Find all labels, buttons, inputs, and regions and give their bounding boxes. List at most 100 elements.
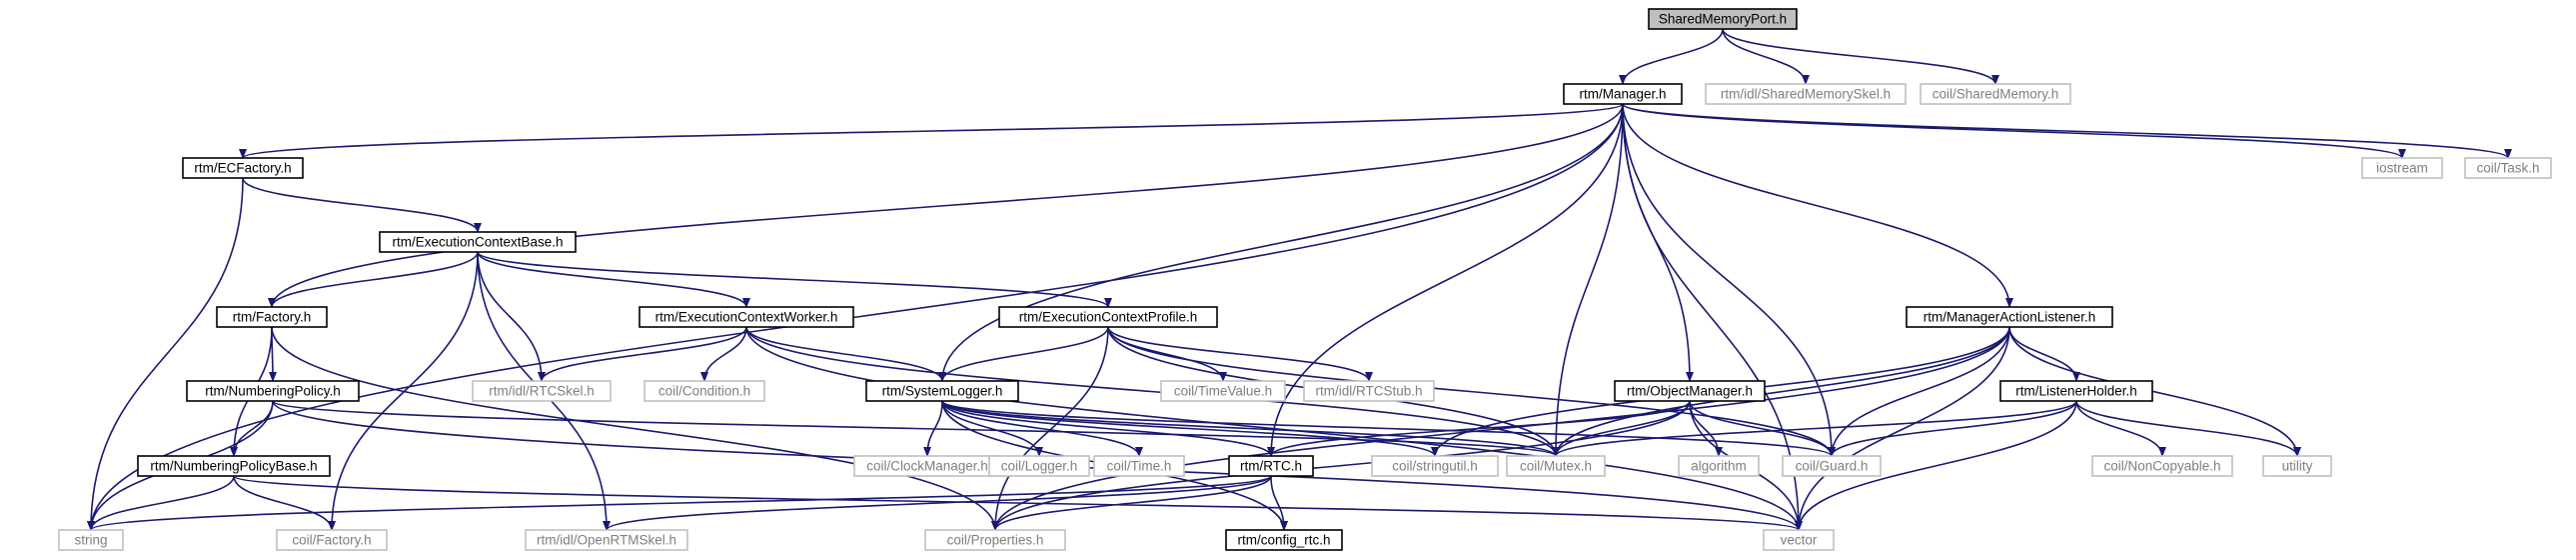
node-om[interactable]: rtm/ObjectManager.h: [1614, 380, 1766, 402]
node-label: coil/Time.h: [1107, 459, 1172, 474]
edge-ecp-to-rtcstub: [1107, 326, 1373, 382]
node-guard: coil/Guard.h: [1782, 455, 1882, 477]
node-box: [1648, 8, 1798, 30]
edge-mgr-to-iostream: [1622, 103, 2406, 159]
node-box: [1228, 455, 1314, 477]
edge-lh-to-noncopy: [2075, 400, 2166, 457]
node-coilfac: coil/Factory.h: [276, 529, 388, 551]
node-idlsms: rtm/idl/SharedMemorySkel.h: [1705, 83, 1907, 105]
node-string: string: [58, 529, 124, 551]
node-ecf[interactable]: rtm/ECFactory.h: [182, 157, 304, 179]
node-layer: SharedMemoryPort.h rtm/Manager.h rtm/idl/S…: [58, 8, 2552, 551]
node-rtcskel: rtm/idl/RTCSkel.h: [472, 380, 612, 402]
node-mutex: coil/Mutex.h: [1506, 455, 1606, 477]
edge-mgr-to-ecf: [239, 103, 1624, 159]
node-box: [865, 380, 1019, 402]
node-utility: utility: [2262, 455, 2332, 477]
edge-ecw-to-rtcskel: [538, 326, 747, 382]
edge-ecp-to-tv: [1107, 326, 1227, 382]
edge-lh-to-mutex: [1552, 400, 2077, 457]
node-box: [276, 529, 388, 551]
node-vector: vector: [1763, 529, 1835, 551]
node-label: iostream: [2376, 161, 2428, 176]
edge-rtc-to-string: [87, 475, 1272, 531]
node-fac[interactable]: rtm/Factory.h: [216, 306, 328, 328]
node-rtc[interactable]: rtm/RTC.h: [1228, 455, 1314, 477]
edge-mgr-to-vector: [1622, 103, 1803, 531]
node-algo: algorithm: [1678, 455, 1760, 477]
node-label: coil/SharedMemory.h: [1932, 87, 2059, 102]
node-box: [988, 455, 1090, 477]
node-box: [216, 306, 328, 328]
node-config[interactable]: rtm/config_rtc.h: [1225, 529, 1343, 551]
node-label: rtm/ListenerHolder.h: [2015, 384, 2137, 399]
node-ecp[interactable]: rtm/ExecutionContextProfile.h: [998, 306, 1218, 328]
node-box: [472, 380, 612, 402]
node-ecw[interactable]: rtm/ExecutionContextWorker.h: [639, 306, 854, 328]
node-ecb[interactable]: rtm/ExecutionContextBase.h: [379, 231, 577, 253]
node-label: coil/Logger.h: [1001, 459, 1078, 474]
node-label: coil/Guard.h: [1796, 459, 1869, 474]
node-sl[interactable]: rtm/SystemLogger.h: [865, 380, 1019, 402]
node-box: [644, 380, 765, 402]
node-label: coil/Properties.h: [947, 533, 1044, 548]
node-box: [1906, 306, 2113, 328]
node-box: [924, 529, 1066, 551]
node-clockm: coil/ClockManager.h: [853, 455, 1001, 477]
edge-smp-to-idlsms: [1722, 28, 1810, 85]
edge-sl-to-clockm: [923, 400, 943, 457]
node-box: [137, 455, 331, 477]
node-label: rtm/ECFactory.h: [194, 161, 291, 176]
node-label: rtm/NumberingPolicyBase.h: [150, 459, 317, 474]
edge-om-to-guard: [1689, 400, 1836, 457]
node-box: [186, 380, 360, 402]
node-box: [1763, 529, 1835, 551]
node-box: [2262, 455, 2332, 477]
node-box: [1782, 455, 1882, 477]
edge-ecf-to-string: [87, 177, 244, 531]
node-label: rtm/config_rtc.h: [1237, 533, 1330, 548]
node-cond: coil/Condition.h: [644, 380, 765, 402]
node-smp[interactable]: SharedMemoryPort.h: [1648, 8, 1798, 30]
node-logger: coil/Logger.h: [988, 455, 1090, 477]
node-box: [1160, 380, 1286, 402]
edge-mal-to-mutex: [1552, 326, 2010, 457]
node-lh[interactable]: rtm/ListenerHolder.h: [1999, 380, 2153, 402]
node-time: coil/Time.h: [1093, 455, 1185, 477]
edge-np-to-npb: [230, 400, 274, 457]
edge-rtc-to-ortm: [603, 475, 1272, 531]
edge-om-to-props: [991, 400, 1691, 531]
edge-smp-to-coilsm: [1722, 28, 1999, 85]
edge-sl-to-time: [941, 400, 1143, 457]
node-label: rtm/ObjectManager.h: [1627, 384, 1753, 399]
node-noncopy: coil/NonCopyable.h: [2091, 455, 2233, 477]
node-np[interactable]: rtm/NumberingPolicy.h: [186, 380, 360, 402]
edge-mal-to-guard: [1828, 326, 2010, 457]
edge-mal-to-utility: [2008, 326, 2301, 457]
node-box: [1614, 380, 1766, 402]
edge-npb-to-coilfac: [233, 475, 336, 531]
edge-np-to-mutex: [272, 400, 1560, 457]
node-npb[interactable]: rtm/NumberingPolicyBase.h: [137, 455, 331, 477]
node-label: rtm/ExecutionContextProfile.h: [1019, 310, 1198, 325]
node-label: rtm/idl/RTCSkel.h: [489, 384, 595, 399]
node-label: algorithm: [1691, 459, 1747, 474]
edge-sl-to-mutex: [941, 400, 1560, 457]
edge-mgr-to-mutex: [1552, 103, 1624, 457]
node-coilsm: coil/SharedMemory.h: [1920, 83, 2071, 105]
node-box: [182, 157, 304, 179]
node-su: coil/stringutil.h: [1371, 455, 1499, 477]
edge-mgr-to-mal: [1622, 103, 2013, 308]
edge-npb-to-vector: [233, 475, 1803, 531]
edge-lh-to-vector: [1795, 400, 2077, 531]
node-label: coil/Factory.h: [292, 533, 371, 548]
node-mal[interactable]: rtm/ManagerActionListener.h: [1906, 306, 2113, 328]
edge-ecb-to-rtcskel: [477, 251, 546, 382]
edge-ecw-to-cond: [700, 326, 747, 382]
node-rtcstub: rtm/idl/RTCStub.h: [1303, 380, 1435, 402]
node-box: [379, 231, 577, 253]
node-label: rtm/idl/RTCStub.h: [1315, 384, 1422, 399]
node-mgr[interactable]: rtm/Manager.h: [1563, 83, 1683, 105]
edge-ecp-to-sl: [938, 326, 1109, 382]
